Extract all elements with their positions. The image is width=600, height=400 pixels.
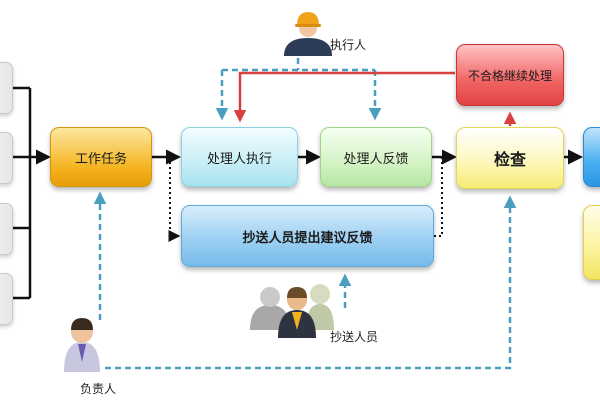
executor-dashed-arrows (215, 58, 382, 121)
executor-label: 执行人 (330, 38, 367, 52)
cc-label: 抄送人员 (330, 330, 379, 344)
executor-person-icon (284, 12, 332, 56)
node-cc-feedback[interactable]: 抄送人员提出建议反馈 (181, 205, 434, 267)
node-task[interactable]: 工作任务 (50, 127, 152, 187)
node-execute[interactable]: 处理人执行 (181, 127, 298, 187)
input-stub-1 (0, 62, 13, 114)
node-feedback[interactable]: 处理人反馈 (320, 127, 432, 187)
dotted-cc-to-check (434, 157, 443, 237)
input-stub-3 (0, 203, 13, 255)
fail-loop-arrow (233, 71, 455, 123)
node-next-cutoff (583, 127, 600, 187)
owner-to-check-arrow (105, 195, 517, 370)
cc-people-icon (250, 284, 334, 338)
owner-label: 负责人 (80, 382, 117, 396)
node-check[interactable]: 检查 (456, 127, 564, 189)
input-bracket (11, 86, 32, 300)
input-stub-4 (0, 273, 13, 325)
input-stub-2 (0, 132, 13, 184)
node-result-cutoff (583, 205, 600, 280)
node-fail[interactable]: 不合格继续处理 (456, 44, 564, 106)
owner-person-icon (64, 318, 100, 372)
dotted-branch-to-cc (168, 157, 181, 242)
